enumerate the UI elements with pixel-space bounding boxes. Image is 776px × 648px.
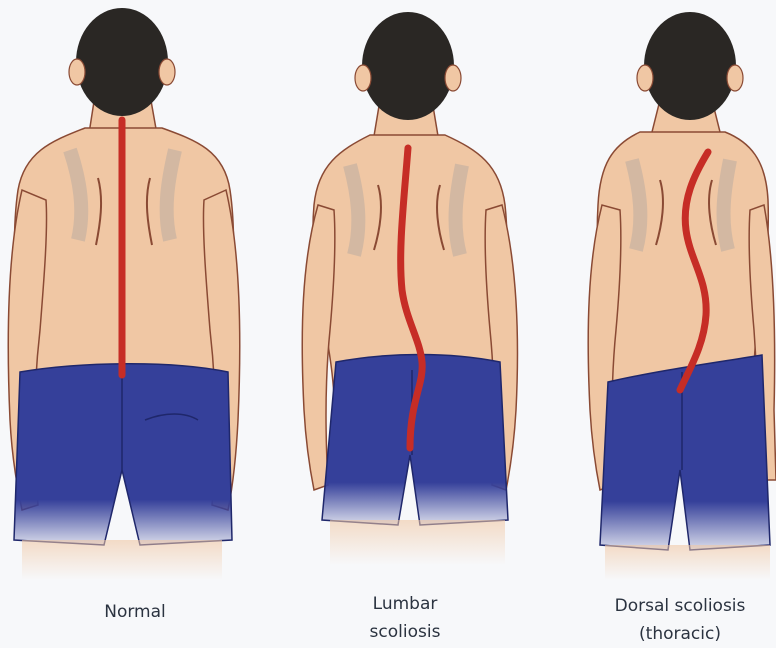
left-ear bbox=[69, 59, 85, 85]
head bbox=[362, 12, 454, 120]
figure-normal bbox=[8, 8, 240, 580]
caption-line: (thoracic) bbox=[590, 620, 770, 648]
left-ear bbox=[637, 65, 653, 91]
legs bbox=[22, 540, 222, 580]
caption-line: Normal bbox=[60, 598, 210, 626]
legs bbox=[330, 520, 505, 565]
caption-dorsal: Dorsal scoliosis (thoracic) bbox=[590, 592, 770, 648]
left-ear bbox=[355, 65, 371, 91]
caption-lumbar: Lumbar scoliosis bbox=[330, 590, 480, 646]
head bbox=[76, 8, 168, 116]
shorts bbox=[322, 355, 508, 526]
head bbox=[644, 12, 736, 120]
shorts bbox=[14, 364, 232, 545]
right-ear bbox=[727, 65, 743, 91]
legs bbox=[605, 545, 770, 580]
caption-line: Dorsal scoliosis bbox=[590, 592, 770, 620]
figure-dorsal bbox=[588, 12, 776, 580]
right-ear bbox=[445, 65, 461, 91]
caption-line: scoliosis bbox=[330, 618, 480, 646]
caption-line: Lumbar bbox=[330, 590, 480, 618]
right-ear bbox=[159, 59, 175, 85]
caption-normal: Normal bbox=[60, 598, 210, 626]
figure-lumbar bbox=[302, 12, 517, 565]
